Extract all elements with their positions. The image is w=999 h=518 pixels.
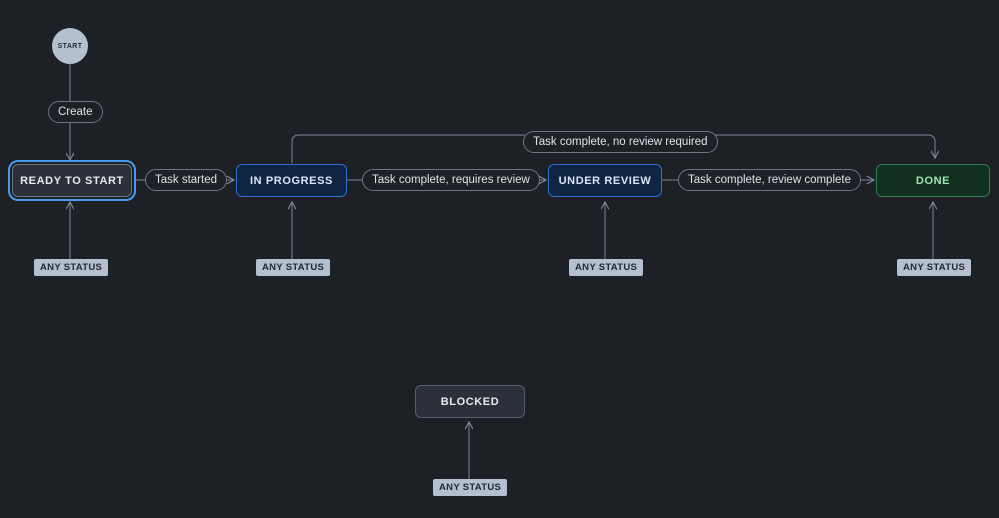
node-ready-to-start-label: READY TO START (20, 174, 124, 187)
status-chip-label: ANY STATUS (262, 262, 325, 273)
edge-bypass-label-to-done (700, 134, 935, 158)
status-chip-label: ANY STATUS (40, 262, 103, 273)
edge-label-review-complete[interactable]: Task complete, review complete (678, 169, 861, 191)
edge-inprogress-to-bypass-label (291, 134, 525, 163)
node-done[interactable]: DONE (876, 164, 990, 197)
status-chip-label: ANY STATUS (903, 262, 966, 273)
status-chip-any-status-under-review[interactable]: ANY STATUS (569, 259, 644, 276)
start-node[interactable]: START (52, 28, 88, 64)
status-chip-any-status-ready-to-start[interactable]: ANY STATUS (34, 259, 109, 276)
edge-label-no-review-required[interactable]: Task complete, no review required (523, 131, 718, 153)
node-ready-to-start[interactable]: READY TO START (12, 164, 132, 197)
node-blocked[interactable]: BLOCKED (415, 385, 525, 418)
status-chip-label: ANY STATUS (575, 262, 638, 273)
edge-label-review-complete-text: Task complete, review complete (688, 174, 851, 186)
edge-label-create-text: Create (58, 106, 93, 118)
status-chip-any-status-done[interactable]: ANY STATUS (897, 259, 972, 276)
status-chip-any-status-blocked[interactable]: ANY STATUS (433, 479, 508, 496)
node-under-review-label: UNDER REVIEW (558, 174, 652, 187)
node-done-label: DONE (915, 174, 951, 187)
start-node-label: START (57, 42, 83, 50)
edge-label-task-started-text: Task started (155, 174, 217, 186)
edge-label-requires-review[interactable]: Task complete, requires review (362, 169, 540, 191)
edge-label-create[interactable]: Create (48, 101, 103, 123)
node-under-review[interactable]: UNDER REVIEW (548, 164, 662, 197)
node-blocked-label: BLOCKED (440, 395, 500, 408)
status-chip-label: ANY STATUS (439, 482, 502, 493)
edge-label-task-started[interactable]: Task started (145, 169, 227, 191)
edge-label-no-review-required-text: Task complete, no review required (533, 136, 708, 148)
status-chip-any-status-in-progress[interactable]: ANY STATUS (256, 259, 331, 276)
node-in-progress-label: IN PROGRESS (249, 174, 333, 187)
edge-label-requires-review-text: Task complete, requires review (372, 174, 530, 186)
node-in-progress[interactable]: IN PROGRESS (236, 164, 347, 197)
